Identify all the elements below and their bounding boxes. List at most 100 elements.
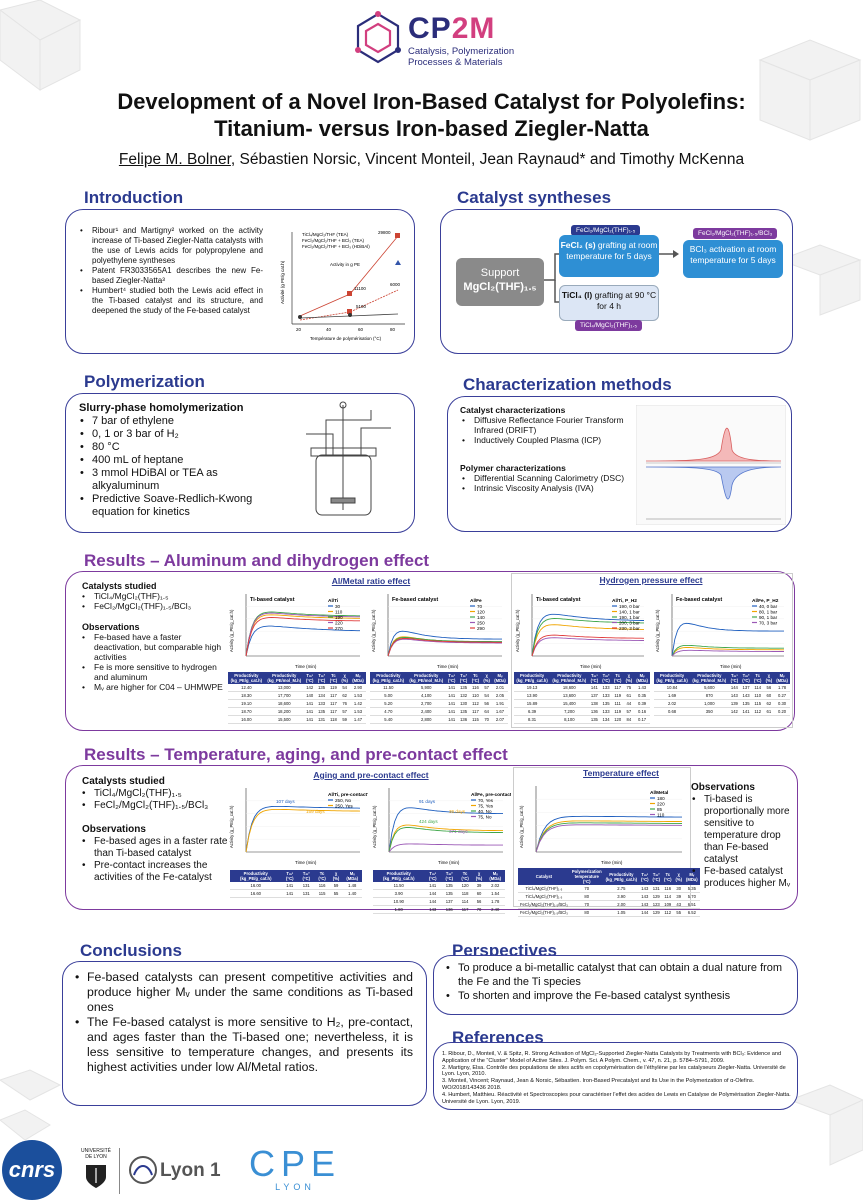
table-cell: 135: [315, 684, 328, 692]
table-cell: 11.50: [370, 684, 407, 692]
intro-chart-xtick: 20: [296, 327, 302, 332]
table-cell: TiCl₄/MgCl₂(THF)₁.₅: [518, 885, 570, 893]
table-header-cell: Tₘ¹ (°C): [728, 672, 741, 684]
legend-label: 230, 3 bar: [619, 626, 640, 631]
r2-observations-list: Fe-based ages in a faster rate than Ti-b…: [80, 836, 230, 884]
table-cell: 141: [445, 684, 458, 692]
table-cell: 75: [623, 684, 635, 692]
university-shield-icon: [86, 1165, 106, 1188]
table-cell: 10.90: [373, 897, 425, 906]
table-cell: 57: [339, 707, 351, 716]
table-cell: 135: [457, 707, 470, 716]
table-header-cell: Tc (°C): [314, 870, 330, 882]
table-cell: 131: [650, 885, 663, 893]
table-header-cell: Tₘ² (°C): [298, 870, 315, 882]
series-line: [245, 614, 360, 657]
table-cell: 134: [315, 691, 328, 700]
table-cell: 1.53: [350, 707, 366, 716]
polymer-characterizations-title: Polymer characterizations: [460, 463, 566, 473]
table-cell: 8,100: [550, 715, 589, 724]
table-cell: 0.17: [634, 715, 650, 724]
table-cell: 143: [639, 900, 651, 909]
other-authors: , Sébastien Norsic, Vincent Monteil, Jea…: [230, 151, 745, 168]
series-line: [245, 612, 360, 657]
table-cell: 133: [600, 707, 612, 716]
table-cell: 116: [314, 882, 330, 890]
table-header-cell: χ (%): [339, 672, 351, 684]
support-formula: MgCl₂(THF)₁.₅: [463, 281, 537, 293]
cpe-lyon-logo: CPE LYON: [245, 1146, 345, 1196]
table-cell: 12.40: [228, 684, 265, 692]
table-cell: 133: [315, 699, 328, 708]
r2-observation: Pre-contact increases the activities of …: [80, 860, 230, 884]
temperature-effect-title: Temperature effect: [583, 768, 659, 778]
table-cell: 144: [424, 897, 442, 906]
curve-annotation: 159 days: [306, 809, 325, 814]
table-cell: 141: [445, 715, 458, 724]
footer-divider: [119, 1148, 120, 1194]
x-axis-label: Time (min): [437, 664, 459, 669]
legend-label: 90, 1 bar: [759, 615, 778, 620]
r2-catalyst: TiCl₄/MgCl₂(THF)₁.₅: [80, 788, 230, 800]
reference-item: 4. Humbert, Matthieu. Réactivité et Spec…: [442, 1091, 791, 1105]
table-cell: 1,000: [690, 699, 729, 708]
intro-chart-xtick: 40: [326, 327, 332, 332]
table-cell: 114: [751, 684, 764, 692]
intro-chart-annotation: 11100: [354, 286, 366, 291]
table-cell: 15,400: [550, 699, 589, 708]
cpe-main-text: CPE: [248, 1143, 342, 1184]
table-cell: 117: [327, 699, 340, 708]
polymer-method: Intrinsic Viscosity Analysis (IVA): [460, 483, 630, 493]
legend-title: Al/Fe, pre-contact?: [471, 792, 511, 798]
table-cell: 60: [763, 691, 775, 700]
table-cell: 141: [303, 699, 316, 708]
series-line: [388, 824, 503, 853]
table-cell: 55: [673, 908, 685, 917]
table-cell: 131: [315, 715, 328, 724]
table-cell: 2,700: [406, 699, 446, 708]
table-header-cell: Tₘ¹ (°C): [445, 672, 458, 684]
univ-line-1: UNIVERSITÉ: [80, 1148, 111, 1154]
table-cell: 0.30: [774, 699, 790, 708]
table-cell: 1.80: [373, 905, 425, 914]
table-header-cell: Productivity (kg_PE/g_cat.h): [230, 870, 282, 882]
results-table: Productivity (kg_PE/g_cat.h)Productivity…: [370, 672, 508, 724]
legend-label: 75, Yes: [478, 804, 494, 809]
table-cell: 17,700: [264, 691, 304, 700]
table-cell: 59: [339, 715, 351, 724]
table-cell: 112: [662, 908, 674, 917]
r1-observations-list: Fe-based have a faster deactivation, but…: [80, 632, 230, 692]
table-cell: 135: [588, 715, 601, 724]
conclusion-item: Fe-based catalysts can present competiti…: [73, 970, 413, 1015]
references-box: 1. Ribour, D., Monteil, V. & Spitz, R. S…: [433, 1042, 798, 1110]
table-cell: 4.70: [370, 707, 407, 716]
dsc-thermogram: [636, 405, 786, 525]
table-header-cell: Tₘ² (°C): [457, 672, 470, 684]
series-line: [245, 611, 360, 657]
table-header-row: Productivity (kg_PE/g_cat.h)Tₘ¹ (°C)Tₘ² …: [230, 870, 362, 882]
table-header-cell: χ (%): [763, 672, 775, 684]
support-box: Support MgCl₂(THF)₁.₅: [456, 258, 544, 306]
table-cell: 62: [339, 691, 351, 700]
cnrs-logo: cnrs: [2, 1140, 62, 1200]
results-table: Productivity (kg_PE/g_cat.h)Productivity…: [654, 672, 790, 716]
results-aluminum-box: Catalysts studied TiCl₄/MgCl₂(THF)₁.₅ Fe…: [65, 571, 795, 731]
table-cell: 4,100: [406, 691, 446, 700]
legend-label: 250: [477, 621, 485, 626]
table-cell: 15,500: [264, 715, 304, 724]
polymerization-bullet: Predictive Soave-Redlich-Kwong equation …: [78, 493, 278, 519]
intro-bullet: Ribour¹ and Martigny² worked on the acti…: [78, 226, 263, 266]
legend-label: 250, No: [335, 798, 352, 803]
